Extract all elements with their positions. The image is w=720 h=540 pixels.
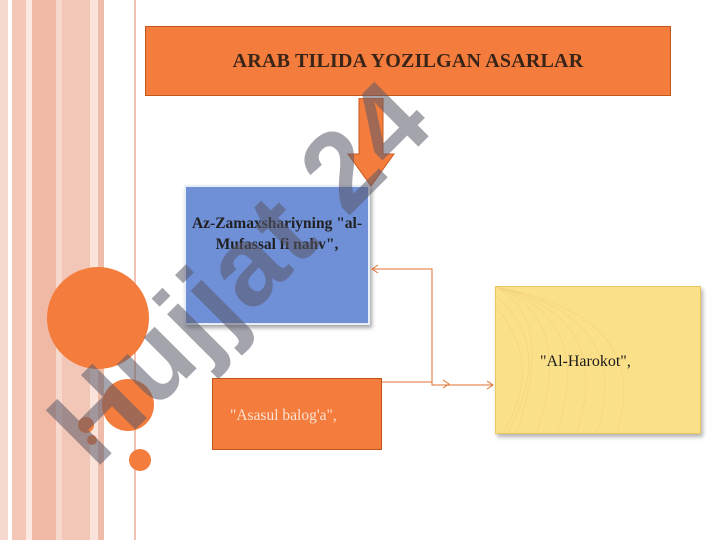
blue-node-box: Az-Zamaxshariyning "al-Mufassal fi nahv"… xyxy=(184,185,370,325)
down-arrow-icon xyxy=(347,98,395,187)
blue-node-text: Az-Zamaxshariyning "al-Mufassal fi nahv"… xyxy=(191,215,363,253)
orange-node-text: "Asasul balog'a", xyxy=(230,407,337,424)
yellow-node-box: "Al-Harokot", xyxy=(495,286,701,434)
arrowhead-mid xyxy=(442,379,450,389)
orange-node-box: "Asasul balog'a", xyxy=(212,378,382,450)
connector-to-blue xyxy=(372,268,433,383)
left-decorative-stripes xyxy=(0,0,140,540)
title-box: ARAB TILIDA YOZILGAN ASARLAR xyxy=(145,26,671,96)
yellow-node-text: "Al-Harokot", xyxy=(540,353,631,370)
arrowhead-blue xyxy=(371,264,379,274)
yellow-texture xyxy=(496,287,625,433)
connector-to-yellow xyxy=(431,382,493,386)
arrowhead-yellow xyxy=(486,380,494,390)
title-text: ARAB TILIDA YOZILGAN ASARLAR xyxy=(232,49,584,72)
